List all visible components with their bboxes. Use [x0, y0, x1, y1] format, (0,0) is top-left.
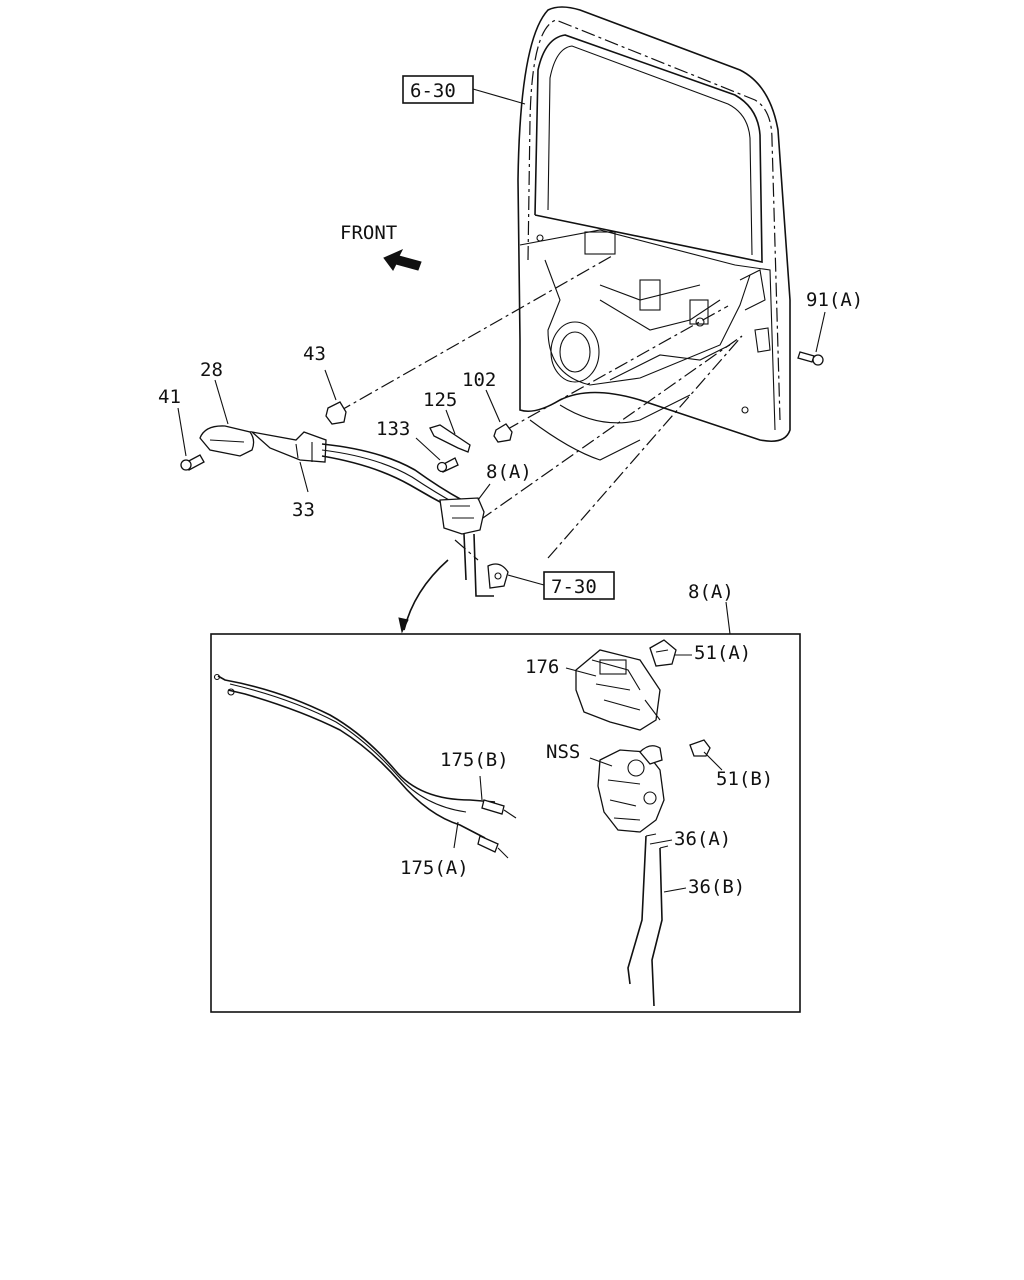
callout-51a: 51(A) [694, 642, 751, 664]
detail-box-door-lock-assembly [210, 633, 801, 1013]
part-91a-bolt[interactable] [797, 351, 824, 366]
callout-nss: NSS [546, 741, 580, 763]
part-176-actuator[interactable] [575, 649, 661, 731]
callout-8a-detail: 8(A) [688, 581, 734, 603]
part-51a-screw[interactable] [649, 639, 677, 667]
callout-125: 125 [423, 389, 457, 411]
callout-36a: 36(A) [674, 828, 731, 850]
part-102-clip[interactable] [493, 423, 513, 443]
door-panel-drawing [517, 6, 791, 461]
callout-176: 176 [525, 656, 559, 678]
ref-box-window[interactable]: 7-30 [543, 571, 615, 600]
ref-box-door[interactable]: 6-30 [402, 75, 474, 104]
callout-41: 41 [158, 386, 181, 408]
part-43-clip[interactable] [325, 401, 347, 425]
callout-175b: 175(B) [440, 749, 509, 771]
front-label: FRONT [340, 222, 397, 244]
callout-51b: 51(B) [716, 768, 773, 790]
part-175-cables[interactable] [213, 673, 517, 859]
callout-36b: 36(B) [688, 876, 745, 898]
callout-43: 43 [303, 343, 326, 365]
callout-28: 28 [200, 359, 223, 381]
callout-91a: 91(A) [806, 289, 863, 311]
part-36-rods[interactable] [627, 833, 669, 1007]
part-8a-door-lock[interactable] [439, 497, 509, 597]
part-125-bracket[interactable] [429, 424, 471, 453]
callout-102: 102 [462, 369, 496, 391]
callout-33: 33 [292, 499, 315, 521]
part-33-inner-handle[interactable] [249, 430, 327, 463]
part-nss-latch[interactable] [597, 745, 665, 833]
part-28-handle-bezel[interactable] [199, 425, 255, 457]
ref-box-door-label: 6-30 [410, 80, 456, 102]
callout-133: 133 [376, 418, 410, 440]
part-133-bolt[interactable] [436, 457, 459, 473]
ref-box-window-label: 7-30 [551, 576, 597, 598]
part-51b-screw[interactable] [689, 739, 711, 757]
callout-8a-top: 8(A) [486, 461, 532, 483]
front-arrow-icon [383, 248, 422, 271]
part-41-bolt[interactable] [180, 454, 205, 471]
callout-175a: 175(A) [400, 857, 469, 879]
